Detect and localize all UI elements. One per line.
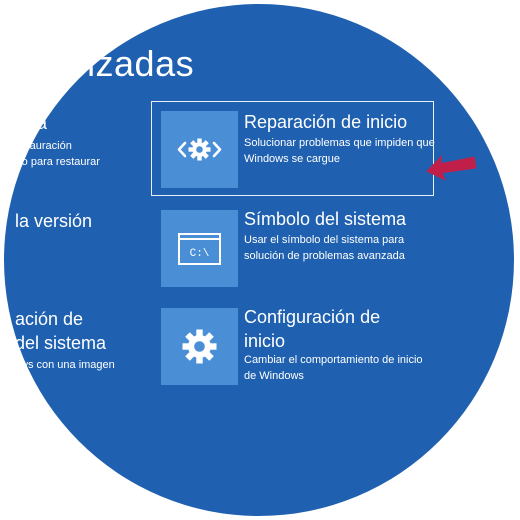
option-desc-line: Solucionar problemas que impiden que <box>244 137 435 149</box>
option-title: Configuración de <box>244 307 381 327</box>
option-desc-line: Cambiar el comportamiento de inicio <box>244 354 423 366</box>
option-desc-line: de Windows <box>244 370 304 382</box>
gear-icon <box>182 329 217 364</box>
selection-highlight <box>151 101 434 196</box>
left-option-heading: ación de <box>15 309 84 329</box>
left-option-desc-line: ws con una imagen <box>20 359 115 371</box>
page-title: nzadas <box>75 43 195 84</box>
left-option-desc-line: Restauración <box>7 140 72 152</box>
option-desc-line: Usar el símbolo del sistema para <box>244 234 405 246</box>
command-prompt-text: C:\ <box>190 248 210 260</box>
option-desc-line: solución de problemas avanzada <box>244 250 405 262</box>
startup-settings-tile[interactable] <box>161 308 238 385</box>
startup-repair-tile[interactable] <box>161 111 238 188</box>
option-title: Reparación de inicio <box>244 112 408 132</box>
option-title: inicio <box>244 331 286 351</box>
left-option-heading: stema <box>4 113 48 133</box>
left-option-heading: la versión <box>15 211 93 231</box>
left-option-desc-line: a <box>20 375 27 387</box>
left-option-desc-line: uipo para restaurar <box>7 156 100 168</box>
circular-crop: nzadas stema Restauración uipo para rest… <box>4 4 514 516</box>
option-title: Símbolo del sistema <box>244 209 407 229</box>
command-prompt-tile[interactable]: C:\ <box>161 210 238 287</box>
gear-code-icon <box>177 138 222 161</box>
left-option-heading: del sistema <box>15 333 107 353</box>
command-prompt-icon: C:\ <box>178 233 221 265</box>
pointer-arrow-icon <box>426 154 477 181</box>
option-desc-line: Windows se cargue <box>244 153 340 165</box>
